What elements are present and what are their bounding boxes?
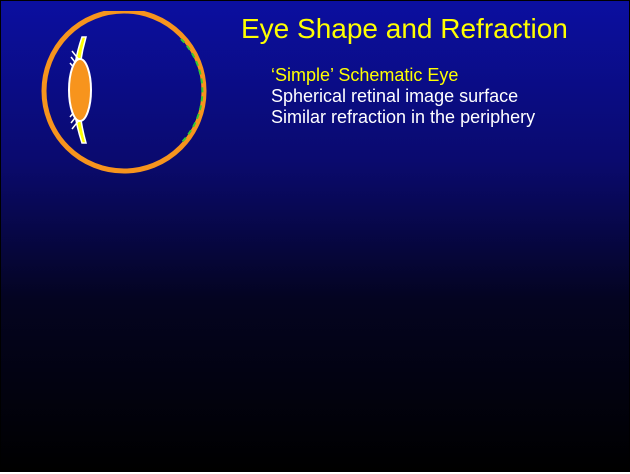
retinal-image-surface: [181, 39, 202, 143]
eyeball-outline: [44, 11, 204, 171]
bullet-spherical-retinal-surface: Spherical retinal image surface: [271, 86, 535, 107]
crystalline-lens: [69, 59, 91, 121]
schematic-eye-diagram: [38, 11, 210, 175]
slide-title: Eye Shape and Refraction: [241, 11, 568, 47]
bullet-similar-peripheral-refraction: Similar refraction in the periphery: [271, 107, 535, 128]
bullet-simple-schematic-eye: ‘Simple’ Schematic Eye: [271, 65, 535, 86]
bullet-list: ‘Simple’ Schematic Eye Spherical retinal…: [271, 65, 535, 128]
